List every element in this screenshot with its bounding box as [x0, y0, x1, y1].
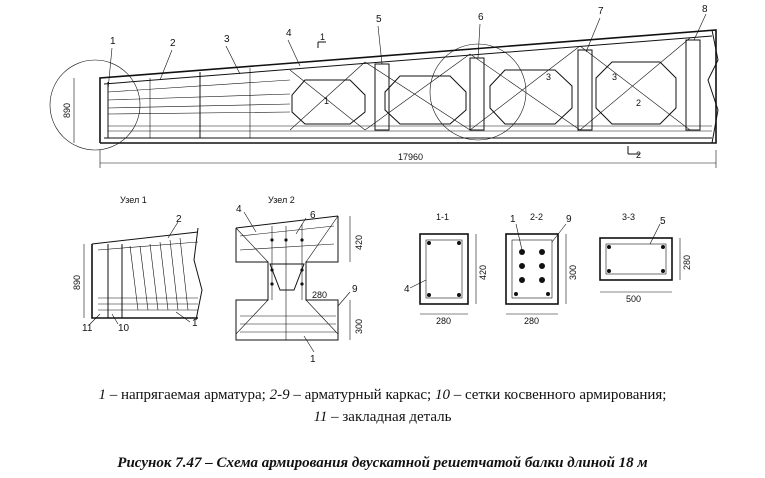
figure-label: Рисунок 7.47	[117, 455, 202, 471]
node2-dim-420: 420	[354, 235, 364, 250]
sec22-callout-1: 1	[510, 214, 516, 225]
legend-text-1: – напрягаемая арматура;	[106, 387, 270, 403]
legend-text-2: – арматурный каркас;	[289, 387, 435, 403]
section-3-3: 3-3 500 280 5	[599, 212, 692, 304]
svg-text:1: 1	[192, 318, 198, 329]
svg-text:8: 8	[702, 4, 708, 15]
sec-mark-1a: 1	[320, 32, 325, 42]
node1-title: Узел 1	[120, 195, 147, 205]
node1-circle	[49, 59, 141, 151]
sec11-dim-h: 420	[478, 265, 488, 280]
svg-text:9: 9	[352, 284, 358, 295]
beam-length-dim: 17960	[398, 152, 423, 162]
beam-height-dim: 890	[62, 103, 72, 118]
sec33-title: 3-3	[622, 212, 635, 222]
sec11-title: 1-1	[436, 212, 449, 222]
section-2-2: 2-2 280 300 1 9	[505, 212, 578, 326]
sec-mark-2b: 2	[636, 150, 641, 160]
reinforcement-drawing: 1 1 3 3 2 2 890 17960 1 2 3 4 5 6 7 8 Уз…	[49, 4, 719, 365]
sec-mark-2a: 2	[636, 98, 641, 108]
legend-text-3: – сетки косвенного армирования;	[449, 387, 667, 403]
svg-text:4: 4	[236, 204, 242, 215]
svg-text:11: 11	[82, 323, 93, 334]
svg-text:7: 7	[598, 6, 604, 17]
svg-text:1: 1	[310, 354, 316, 365]
legend-line-2: 11 – закладная деталь	[0, 408, 765, 427]
svg-text:2: 2	[170, 38, 176, 49]
node2-dim-280: 280	[312, 290, 327, 300]
legend-num-4: 11	[313, 409, 328, 425]
figure-title: – Схема армирования двускатной решетчато…	[201, 455, 648, 471]
node1-dim-height: 890	[72, 275, 82, 290]
sec33-dim-h: 280	[682, 255, 692, 270]
sec-mark-1b: 1	[324, 96, 329, 106]
legend-num-1: 1	[98, 387, 107, 403]
svg-text:5: 5	[376, 14, 382, 25]
node2-circle	[429, 43, 527, 141]
svg-text:6: 6	[310, 210, 316, 221]
figure-caption: Рисунок 7.47 – Схема армирования двускат…	[0, 454, 765, 473]
svg-text:3: 3	[224, 34, 230, 45]
svg-text:6: 6	[478, 12, 484, 23]
svg-text:2: 2	[176, 214, 182, 225]
legend-num-2: 2-9	[269, 387, 290, 403]
sec22-dim-w: 280	[524, 316, 539, 326]
lattice-openings	[291, 61, 677, 125]
beam-elevation: 1 1 3 3 2 2 890 17960 1 2 3 4 5 6 7 8	[49, 4, 719, 168]
sec11-callout: 4	[404, 284, 410, 295]
section-1-1: 1-1 280 420 4	[404, 212, 488, 326]
beam-outline	[99, 29, 717, 144]
svg-text:1: 1	[110, 36, 116, 47]
sec33-dim-w: 500	[626, 294, 641, 304]
sec22-title: 2-2	[530, 212, 543, 222]
svg-text:10: 10	[118, 323, 130, 334]
legend-text-4: – закладная деталь	[327, 409, 452, 425]
legend-line-1: 1 – напрягаемая арматура; 2-9 – арматурн…	[0, 386, 765, 405]
sec22-callout-9: 9	[566, 214, 572, 225]
legend-num-3: 10	[434, 387, 450, 403]
node2-detail: Узел 2 420 280 300 4 6 9 1	[235, 195, 364, 365]
sec11-dim-w: 280	[436, 316, 451, 326]
sec-mark-3a: 3	[546, 72, 551, 82]
sec-mark-3b: 3	[612, 72, 617, 82]
beam-callouts: 1 2 3 4 5 6 7 8	[107, 4, 708, 91]
sec33-callout: 5	[660, 216, 666, 227]
node2-dim-300: 300	[354, 319, 364, 334]
node2-title: Узел 2	[268, 195, 295, 205]
svg-text:4: 4	[286, 28, 292, 39]
node1-detail: Узел 1 890 2 11 10 1	[72, 195, 203, 334]
sec22-dim-h: 300	[568, 265, 578, 280]
